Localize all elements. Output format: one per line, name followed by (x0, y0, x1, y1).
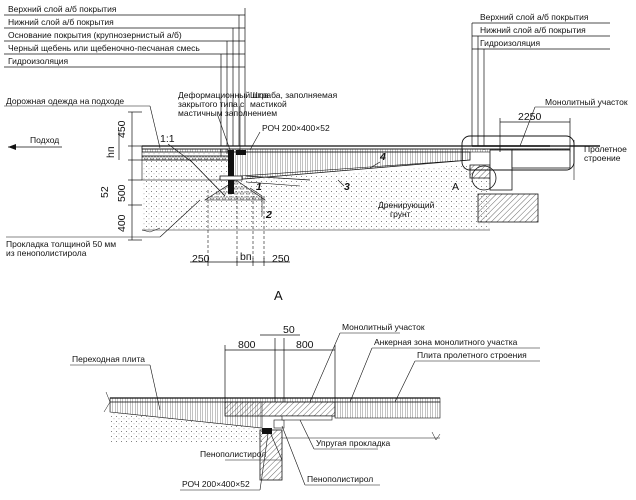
dim-500: 500 (116, 184, 128, 202)
callout-4: 4 (379, 151, 386, 163)
dim-800-right: 800 (296, 339, 314, 351)
right-layer-3: Гидроизоляция (480, 38, 541, 48)
top-leaders (4, 105, 600, 238)
label-approach: Подход (30, 135, 59, 145)
left-layer-5: Гидроизоляция (8, 56, 69, 66)
dim-bn: bп (240, 251, 252, 263)
label-slope: 1:1 (160, 133, 175, 145)
label-joint-3: мастичным заполнением (178, 108, 277, 118)
left-layer-3: Основание покрытия (крупнозернистый а/б) (8, 30, 182, 40)
label-pad-2: из пенополистирола (6, 248, 87, 258)
dim-50: 50 (283, 324, 295, 336)
right-layer-1: Верхний слой а/б покрытия (480, 12, 589, 22)
label-monolith-bottom: Монолитный участок (342, 322, 425, 332)
detail-a (103, 391, 441, 481)
detail-dims (224, 334, 336, 402)
approach-arrow (8, 144, 62, 150)
right-layer-legend (471, 22, 610, 150)
callout-2: 2 (265, 209, 272, 221)
right-layer-2: Нижний слой а/б покрытия (480, 25, 586, 35)
dim-hn: hп (105, 146, 117, 158)
dim-250-right: 250 (272, 253, 290, 265)
left-layer-2: Нижний слой а/б покрытия (8, 17, 114, 27)
label-span-plate: Плита пролетного строения (417, 350, 527, 360)
top-pavement (141, 135, 600, 262)
label-foam-1: Пенополистирол (200, 449, 266, 459)
label-road-pavement: Дорожная одежда на подходе (6, 96, 124, 106)
left-layer-1: Верхний слой а/б покрытия (8, 4, 117, 14)
label-joint-1: Деформационный шов (178, 90, 269, 100)
dim-2250: 2250 (518, 111, 542, 123)
label-groove-1: Штраба, заполняемая (250, 90, 338, 100)
label-roch-top: РОЧ 200×400×52 (262, 123, 330, 133)
callout-1: 1 (256, 181, 262, 193)
callout-3: 3 (344, 181, 350, 193)
label-span-2: строение (584, 153, 621, 163)
label-span-1: Пролетное (584, 144, 627, 154)
left-layer-4: Черный щебень или щебеночно-песчаная сме… (8, 43, 200, 53)
label-joint-2: закрытого типа с (178, 99, 245, 109)
detail-leaders (70, 332, 540, 491)
left-layer-legend (4, 8, 246, 156)
label-groove-2: мастикой (250, 99, 287, 109)
dim-250-left: 250 (192, 253, 210, 265)
label-anchor-zone: Анкерная зона монолитного участка (374, 337, 518, 347)
dim-52: 52 (99, 186, 111, 198)
dim-450: 450 (116, 120, 128, 138)
label-monolith-top: Монолитный участок (545, 97, 628, 107)
label-transition-plate: Переходная плита (72, 354, 145, 364)
dim-2250-lines (499, 118, 571, 146)
dim-800-left: 800 (238, 339, 256, 351)
label-pad-1: Прокладка толщиной 50 мм (6, 239, 116, 249)
left-dimensions (118, 111, 142, 241)
section-a-title: A (274, 288, 283, 303)
label-roch-bottom: РОЧ 200×400×52 (182, 479, 250, 489)
label-elastic-pad: Упругая прокладка (316, 438, 391, 448)
label-drain-2: грунт (390, 209, 411, 219)
bottom-dimensions-top (190, 258, 290, 266)
label-drain-1: Дренирующий (378, 200, 435, 210)
label-marker-a: A (452, 181, 459, 193)
label-foam-2: Пенополистирол (307, 474, 373, 484)
dim-400: 400 (116, 214, 128, 232)
